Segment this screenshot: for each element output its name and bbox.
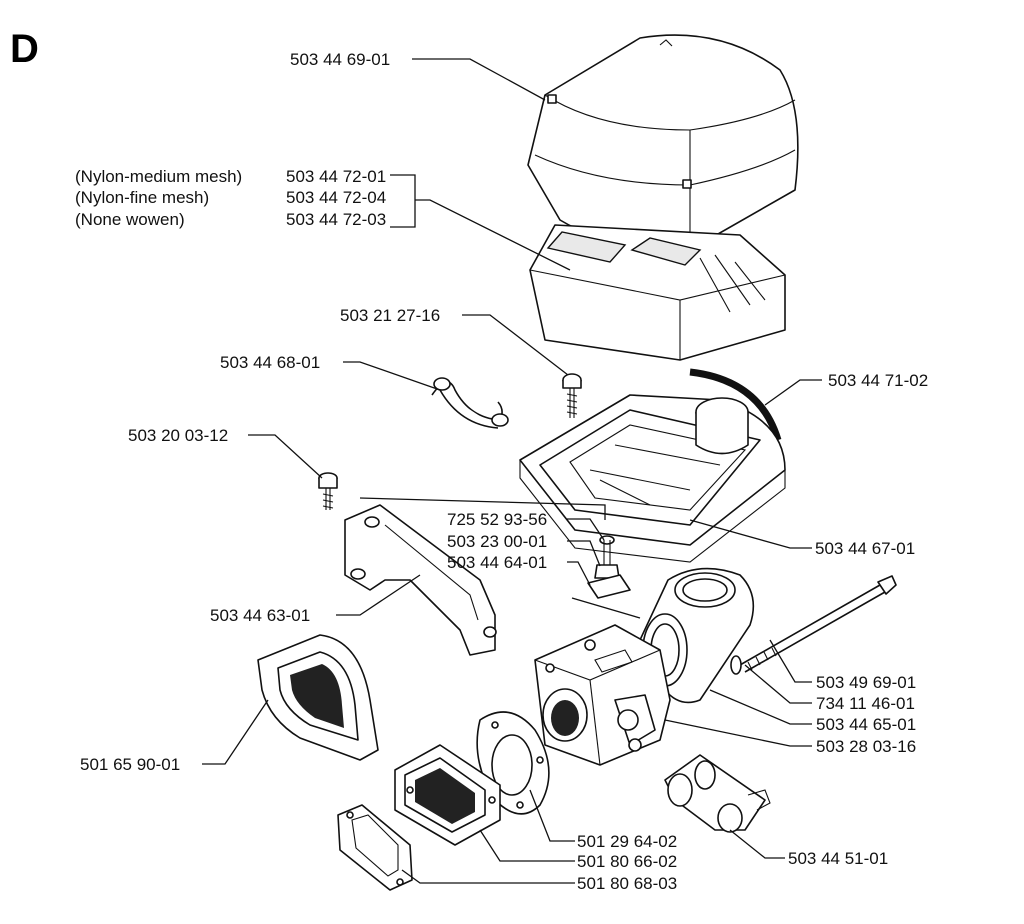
label-carburetor: 503 28 03-16 bbox=[816, 737, 916, 756]
spacer bbox=[394, 744, 501, 846]
label-gasket-round: 501 29 64-02 bbox=[577, 832, 677, 851]
label-block: 503 44 64-01 bbox=[447, 553, 547, 572]
screw-top bbox=[562, 373, 582, 418]
section-letter: D bbox=[10, 27, 39, 71]
label-filter-fine-desc: (Nylon-fine mesh) bbox=[75, 188, 209, 207]
stud-assembly bbox=[587, 535, 631, 599]
intake-elbow bbox=[639, 567, 755, 704]
label-spring-clip: 503 44 68-01 bbox=[220, 353, 320, 372]
fuel-pipe bbox=[664, 754, 771, 833]
label-fuel-pipe: 503 44 51-01 bbox=[788, 849, 888, 868]
label-filter-fine: 503 44 72-04 bbox=[286, 188, 386, 207]
label-seal-strip: 503 44 71-02 bbox=[828, 371, 928, 390]
label-rubber-boot: 501 65 90-01 bbox=[80, 755, 180, 774]
label-filter-none: 503 44 72-03 bbox=[286, 210, 386, 229]
label-filter-medium-desc: (Nylon-medium mesh) bbox=[75, 167, 242, 186]
part-labels: 503 44 69-01 (Nylon-medium mesh) 503 44 … bbox=[75, 50, 928, 893]
label-filter-none-desc: (None wowen) bbox=[75, 210, 185, 229]
label-gasket-flat: 501 80 68-03 bbox=[577, 874, 677, 893]
filter-base-plate bbox=[519, 394, 786, 563]
bolt bbox=[730, 575, 897, 675]
label-bracket: 503 44 63-01 bbox=[210, 606, 310, 625]
label-screw-left: 503 20 03-12 bbox=[128, 426, 228, 445]
label-spacer: 501 80 66-02 bbox=[577, 852, 677, 871]
spring-clip bbox=[431, 377, 509, 429]
seal-strip bbox=[689, 364, 786, 442]
rubber-boot bbox=[257, 634, 379, 761]
air-filter-cover bbox=[527, 34, 799, 251]
gasket-flat bbox=[337, 804, 413, 891]
label-intake-elbow: 503 44 65-01 bbox=[816, 715, 916, 734]
screw-left bbox=[318, 472, 338, 510]
label-nut: 503 23 00-01 bbox=[447, 532, 547, 551]
label-screw-top: 503 21 27-16 bbox=[340, 306, 440, 325]
label-washer: 734 11 46-01 bbox=[816, 694, 915, 713]
filter-element bbox=[529, 224, 786, 361]
label-screw-stud: 725 52 93-56 bbox=[447, 510, 547, 529]
label-filter-base: 503 44 67-01 bbox=[815, 539, 915, 558]
carburetor bbox=[534, 624, 671, 766]
label-filter-medium: 503 44 72-01 bbox=[286, 167, 386, 186]
label-cover: 503 44 69-01 bbox=[290, 50, 390, 69]
label-bolt: 503 49 69-01 bbox=[816, 673, 916, 692]
bracket bbox=[344, 504, 497, 656]
leader-lines bbox=[202, 58, 822, 884]
